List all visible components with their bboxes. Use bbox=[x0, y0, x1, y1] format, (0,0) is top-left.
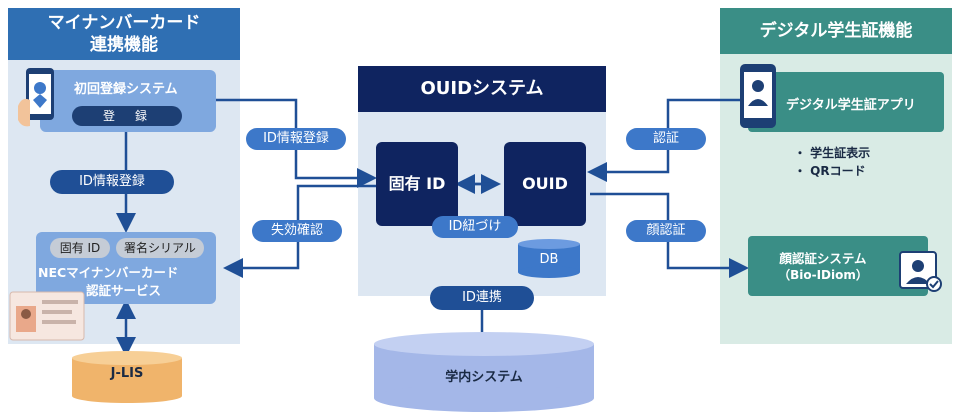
tag-signature-serial: 署名シリアル bbox=[116, 238, 204, 258]
digital-student-id-app: デジタル学生証アプリ bbox=[748, 72, 944, 132]
nec-label-line2: 認証サービス bbox=[86, 283, 162, 298]
campus-system-label: 学内システム bbox=[445, 370, 523, 385]
jlis-label: J-LIS bbox=[110, 366, 144, 381]
student-id-phone-icon bbox=[740, 64, 776, 128]
id-registration-pill-left: ID情報登録 bbox=[50, 170, 174, 194]
db-label: DB bbox=[539, 252, 559, 267]
flow-invalidation-check: 失効確認 bbox=[252, 220, 342, 242]
mynumber-panel-header: マイナンバーカード 連携機能 bbox=[8, 8, 240, 60]
face-system-label-line1: 顔認証システム bbox=[779, 251, 867, 266]
campus-system-icon bbox=[374, 332, 594, 412]
face-system-label-line2: （Bio-IDiom） bbox=[778, 268, 868, 282]
flow-authentication: 認証 bbox=[626, 128, 706, 150]
id-integration-pill: ID連携 bbox=[430, 286, 534, 310]
id-linking-pill: ID紐づけ bbox=[432, 216, 518, 238]
flow-face-authentication: 顔認証 bbox=[626, 220, 706, 242]
first-registration-system: 初回登録システム 登 録 bbox=[40, 70, 216, 132]
ouid-panel-header: OUIDシステム bbox=[358, 66, 606, 112]
smartphone-icon bbox=[18, 68, 54, 127]
nec-label-line1: NECマイナンバーカード bbox=[38, 265, 179, 280]
bullet-student-id-display: ・ 学生証表示 bbox=[794, 146, 871, 160]
bullet-qr-code: ・ QRコード bbox=[794, 164, 866, 178]
unique-id-box: 固有 ID bbox=[376, 142, 458, 226]
jlis-database-icon bbox=[72, 351, 182, 403]
student-id-panel-header: デジタル学生証機能 bbox=[720, 8, 952, 54]
face-recognition-system: 顔認証システム （Bio-IDiom） bbox=[748, 236, 928, 296]
tag-unique-id: 固有 ID bbox=[50, 238, 110, 258]
first-registration-label: 初回登録システム bbox=[74, 82, 178, 97]
db-icon bbox=[518, 239, 580, 278]
flow-id-registration: ID情報登録 bbox=[246, 128, 346, 150]
app-label: デジタル学生証アプリ bbox=[786, 98, 916, 113]
mynumber-card-icon bbox=[9, 291, 85, 341]
ouid-box: OUID bbox=[504, 142, 586, 226]
face-scan-icon bbox=[899, 251, 942, 292]
register-button[interactable]: 登 録 bbox=[72, 106, 182, 126]
